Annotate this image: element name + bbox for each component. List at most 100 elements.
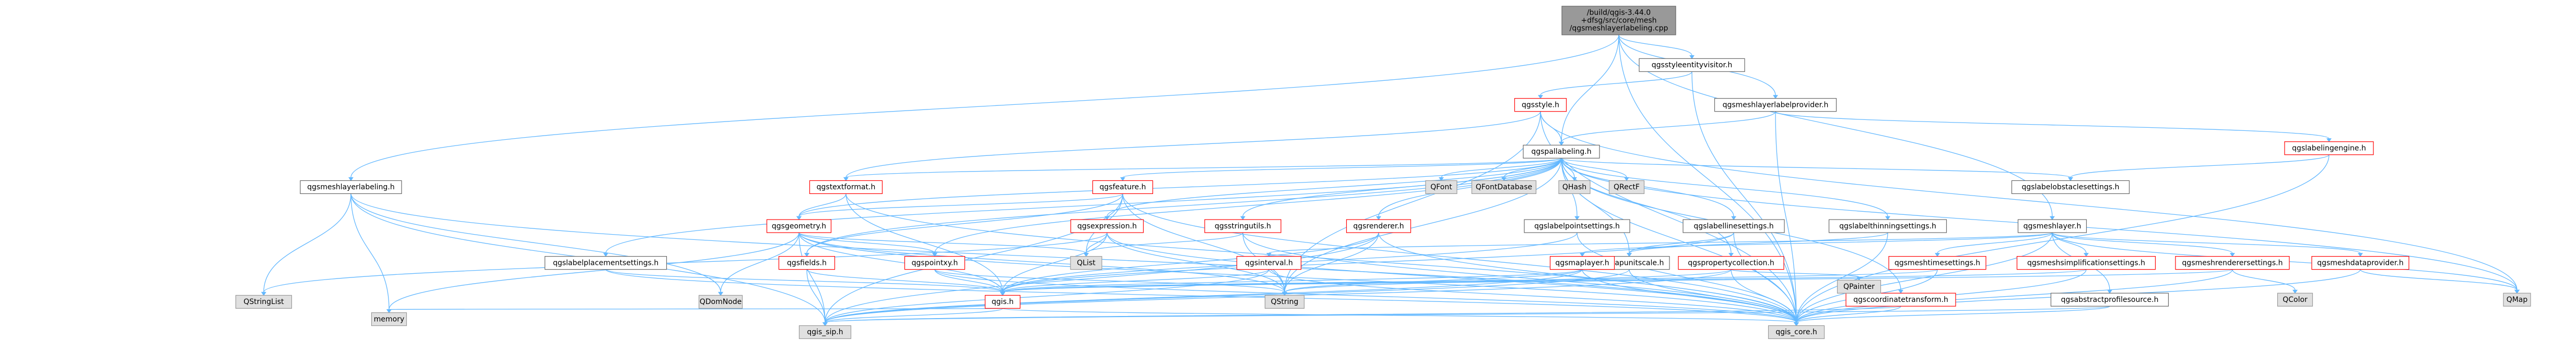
- node-qgsstyle_h[interactable]: qgsstyle.h: [1514, 98, 1567, 112]
- node-box: [1561, 6, 1676, 35]
- node-box: [766, 219, 832, 233]
- node-box: [371, 312, 407, 326]
- node-qgspropertycollection_h[interactable]: qgspropertycollection.h: [1678, 256, 1784, 270]
- node-label: QDomNode: [700, 298, 742, 306]
- node-box: [1264, 295, 1305, 309]
- edge-qgstextformat_h-to-qgsgeometry_h: [796, 193, 846, 221]
- node-qgsmeshlayerlabelprovider_h[interactable]: qgsmeshlayerlabelprovider.h: [1714, 98, 1837, 112]
- node-label: QRectF: [1614, 183, 1640, 191]
- edge-qgsfeature_h-to-qgsgeometry_h: [796, 193, 1123, 221]
- node-box: [2503, 293, 2531, 307]
- node-label: QMap: [2507, 296, 2528, 304]
- edge-qgis_h-to-memory: [386, 308, 1003, 313]
- node-qgsmaplayer_h[interactable]: qgsmaplayer.h: [1549, 256, 1615, 270]
- edge-qgsstyle_h-to-qgspallabeling_h: [1540, 111, 1564, 146]
- node-qgsstyleentityvisitor_h[interactable]: qgsstyleentityvisitor.h: [1639, 58, 1745, 72]
- node-label: qgsmeshlayerlabeling.h: [307, 183, 394, 191]
- node-qgslabelpointsettings_h[interactable]: qgslabelpointsettings.h: [1524, 219, 1630, 233]
- node-label: QHash: [1562, 183, 1586, 191]
- edge-root-to-qgsstyleentityvisitor_h: [1618, 34, 1695, 59]
- node-label: QStringList: [243, 298, 284, 306]
- node-qgstextformat_h[interactable]: qgstextformat.h: [809, 180, 883, 194]
- node-qgspointxy_h[interactable]: qgspointxy.h: [904, 256, 966, 270]
- node-box: [1524, 219, 1630, 233]
- edge-qgsmeshlayer_h-to-qgsmeshdataprovider_h: [2052, 232, 2363, 257]
- edge-root-to-qgsmeshlayerlabeling_h: [348, 34, 1619, 181]
- edge-qgsmeshlayerlabelprovider_h-to-qgspallabeling_h: [1559, 111, 1776, 146]
- node-box: [300, 180, 402, 194]
- node-layer: /build/qgis-3.44.0+dfsg/src/core/mesh/qg…: [235, 6, 2531, 339]
- node-box: [1768, 325, 1825, 339]
- node-box: [1837, 280, 1881, 294]
- node-QDomNode: QDomNode: [698, 295, 743, 309]
- node-label: /build/qgis-3.44.0: [1587, 9, 1651, 17]
- node-label: qgis.h: [992, 298, 1014, 306]
- node-qgsmeshlayerlabeling_h[interactable]: qgsmeshlayerlabeling.h: [300, 180, 402, 194]
- node-qgslabelingengine_h[interactable]: qgslabelingengine.h: [2284, 141, 2374, 155]
- edge-qgspallabeling_h-to-qgslabelthinningsettings_h: [1561, 158, 1890, 221]
- node-label: qgsmeshlayerlabelprovider.h: [1723, 101, 1829, 109]
- node-qgsmeshrenderersettings_h[interactable]: qgsmeshrenderersettings.h: [2175, 256, 2290, 270]
- node-QHash: QHash: [1558, 180, 1591, 194]
- node-root[interactable]: /build/qgis-3.44.0+dfsg/src/core/mesh/qg…: [1561, 6, 1676, 35]
- node-label: qgsfields.h: [787, 259, 827, 267]
- edge-qgspallabeling_h-to-qgsrenderer_h: [1376, 158, 1562, 221]
- edge-qgspropertycollection_h-to-QString: [1282, 269, 1732, 296]
- node-qgslabellinesettings_h[interactable]: qgslabellinesettings.h: [1683, 219, 1785, 233]
- node-box: [698, 295, 743, 309]
- node-qgsmeshtimesettings_h[interactable]: qgsmeshtimesettings.h: [1888, 256, 1986, 270]
- node-label: qgsgeometry.h: [772, 222, 826, 230]
- edge-qgsmeshlayer_h-to-qgsmeshrenderersettings_h: [2052, 232, 2235, 257]
- node-box: [1070, 256, 1102, 270]
- node-qgsfeature_h[interactable]: qgsfeature.h: [1092, 180, 1154, 194]
- node-label: qgsmeshsimplificationsettings.h: [2027, 259, 2145, 267]
- edge-qgis_h-to-qgis_sip_h: [822, 308, 1003, 326]
- node-QColor: QColor: [2277, 293, 2313, 307]
- node-label: qgslabelpointsettings.h: [1534, 222, 1620, 230]
- node-qgslabelplacementsettings_h[interactable]: qgslabelplacementsettings.h: [544, 256, 667, 270]
- node-qgspallabeling_h[interactable]: qgspallabeling.h: [1523, 144, 1600, 159]
- node-box: [1639, 58, 1745, 72]
- node-box: [1070, 219, 1144, 233]
- node-box: [1236, 256, 1302, 270]
- edge-qgspallabeling_h-to-qgsfeature_h: [1120, 157, 1562, 181]
- node-qgslabelthinningsettings_h[interactable]: qgslabelthinningsettings.h: [1828, 219, 1947, 233]
- node-qgis_h[interactable]: qgis.h: [984, 295, 1021, 309]
- node-qgsabstractprofilesource_h[interactable]: qgsabstractprofilesource.h: [2050, 293, 2169, 307]
- edge-qgslabelingengine_h-to-qgslabelobstaclesettings_h: [2068, 154, 2330, 181]
- node-box: [1092, 180, 1154, 194]
- node-label: qgsexpression.h: [1077, 222, 1137, 230]
- edge-qgsgeometry_h-to-qgspointxy_h: [798, 232, 937, 257]
- node-qgsmeshsimplificationsettings_h[interactable]: qgsmeshsimplificationsettings.h: [2016, 256, 2156, 270]
- node-qgsmeshlayer_h[interactable]: qgsmeshlayer.h: [2017, 219, 2087, 233]
- node-box: [1549, 256, 1615, 270]
- node-label: /qgsmeshlayerlabeling.cpp: [1570, 25, 1668, 33]
- node-box: [1678, 256, 1784, 270]
- node-label: qgsmaplayer.h: [1555, 259, 1609, 267]
- node-box: [1683, 219, 1785, 233]
- node-qgsfields_h[interactable]: qgsfields.h: [778, 256, 836, 270]
- node-memory: memory: [371, 312, 407, 326]
- node-qgsmeshdataprovider_h[interactable]: qgsmeshdataprovider.h: [2311, 256, 2409, 270]
- node-qgscoordinatetransform_h[interactable]: qgscoordinatetransform.h: [1845, 293, 1956, 307]
- node-qgsgeometry_h[interactable]: qgsgeometry.h: [766, 219, 832, 233]
- node-qgslabelobstaclesettings_h[interactable]: qgslabelobstaclesettings.h: [2011, 180, 2130, 194]
- node-label: QColor: [2283, 296, 2308, 304]
- node-box: [809, 180, 883, 194]
- node-qgsexpression_h[interactable]: qgsexpression.h: [1070, 219, 1144, 233]
- node-label: qgsinterval.h: [1245, 259, 1293, 267]
- edge-qgsmeshlayerlabeling_h-to-QStringList: [261, 193, 351, 296]
- node-qgsrenderer_h[interactable]: qgsrenderer.h: [1346, 219, 1411, 233]
- node-box: [1608, 180, 1645, 194]
- node-qgsinterval_h[interactable]: qgsinterval.h: [1236, 256, 1302, 270]
- node-label: qgis_core.h: [1775, 328, 1817, 336]
- edge-qgsmeshlayer_h-to-qgsmeshtimesettings_h: [1935, 232, 2053, 257]
- node-label: memory: [374, 315, 405, 323]
- node-box: [1425, 180, 1457, 194]
- node-qgis_sip_h: qgis_sip.h: [798, 325, 852, 339]
- node-qgsstringutils_h[interactable]: qgsstringutils.h: [1204, 219, 1281, 233]
- node-QFont: QFont: [1425, 180, 1457, 194]
- edge-qgsmeshlayer_h-to-qgsmaplayer_h: [1580, 232, 2053, 257]
- node-label: qgsstyleentityvisitor.h: [1652, 61, 1733, 69]
